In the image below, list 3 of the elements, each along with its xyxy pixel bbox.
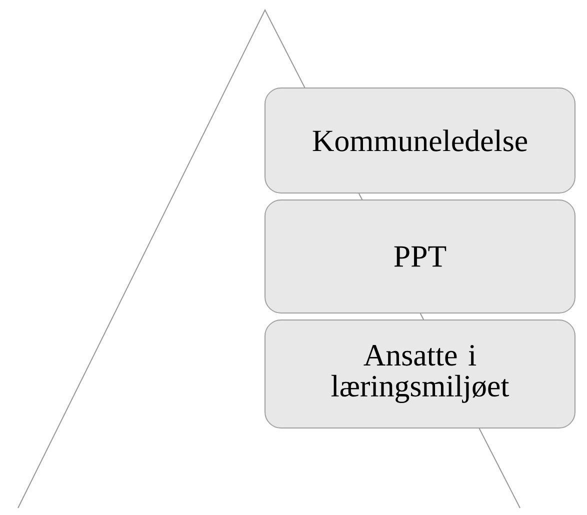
level-box: PPT (264, 200, 576, 314)
level-box: Ansatte i læringsmiljøet (264, 320, 576, 428)
level-box: Kommuneledelse (264, 88, 576, 194)
